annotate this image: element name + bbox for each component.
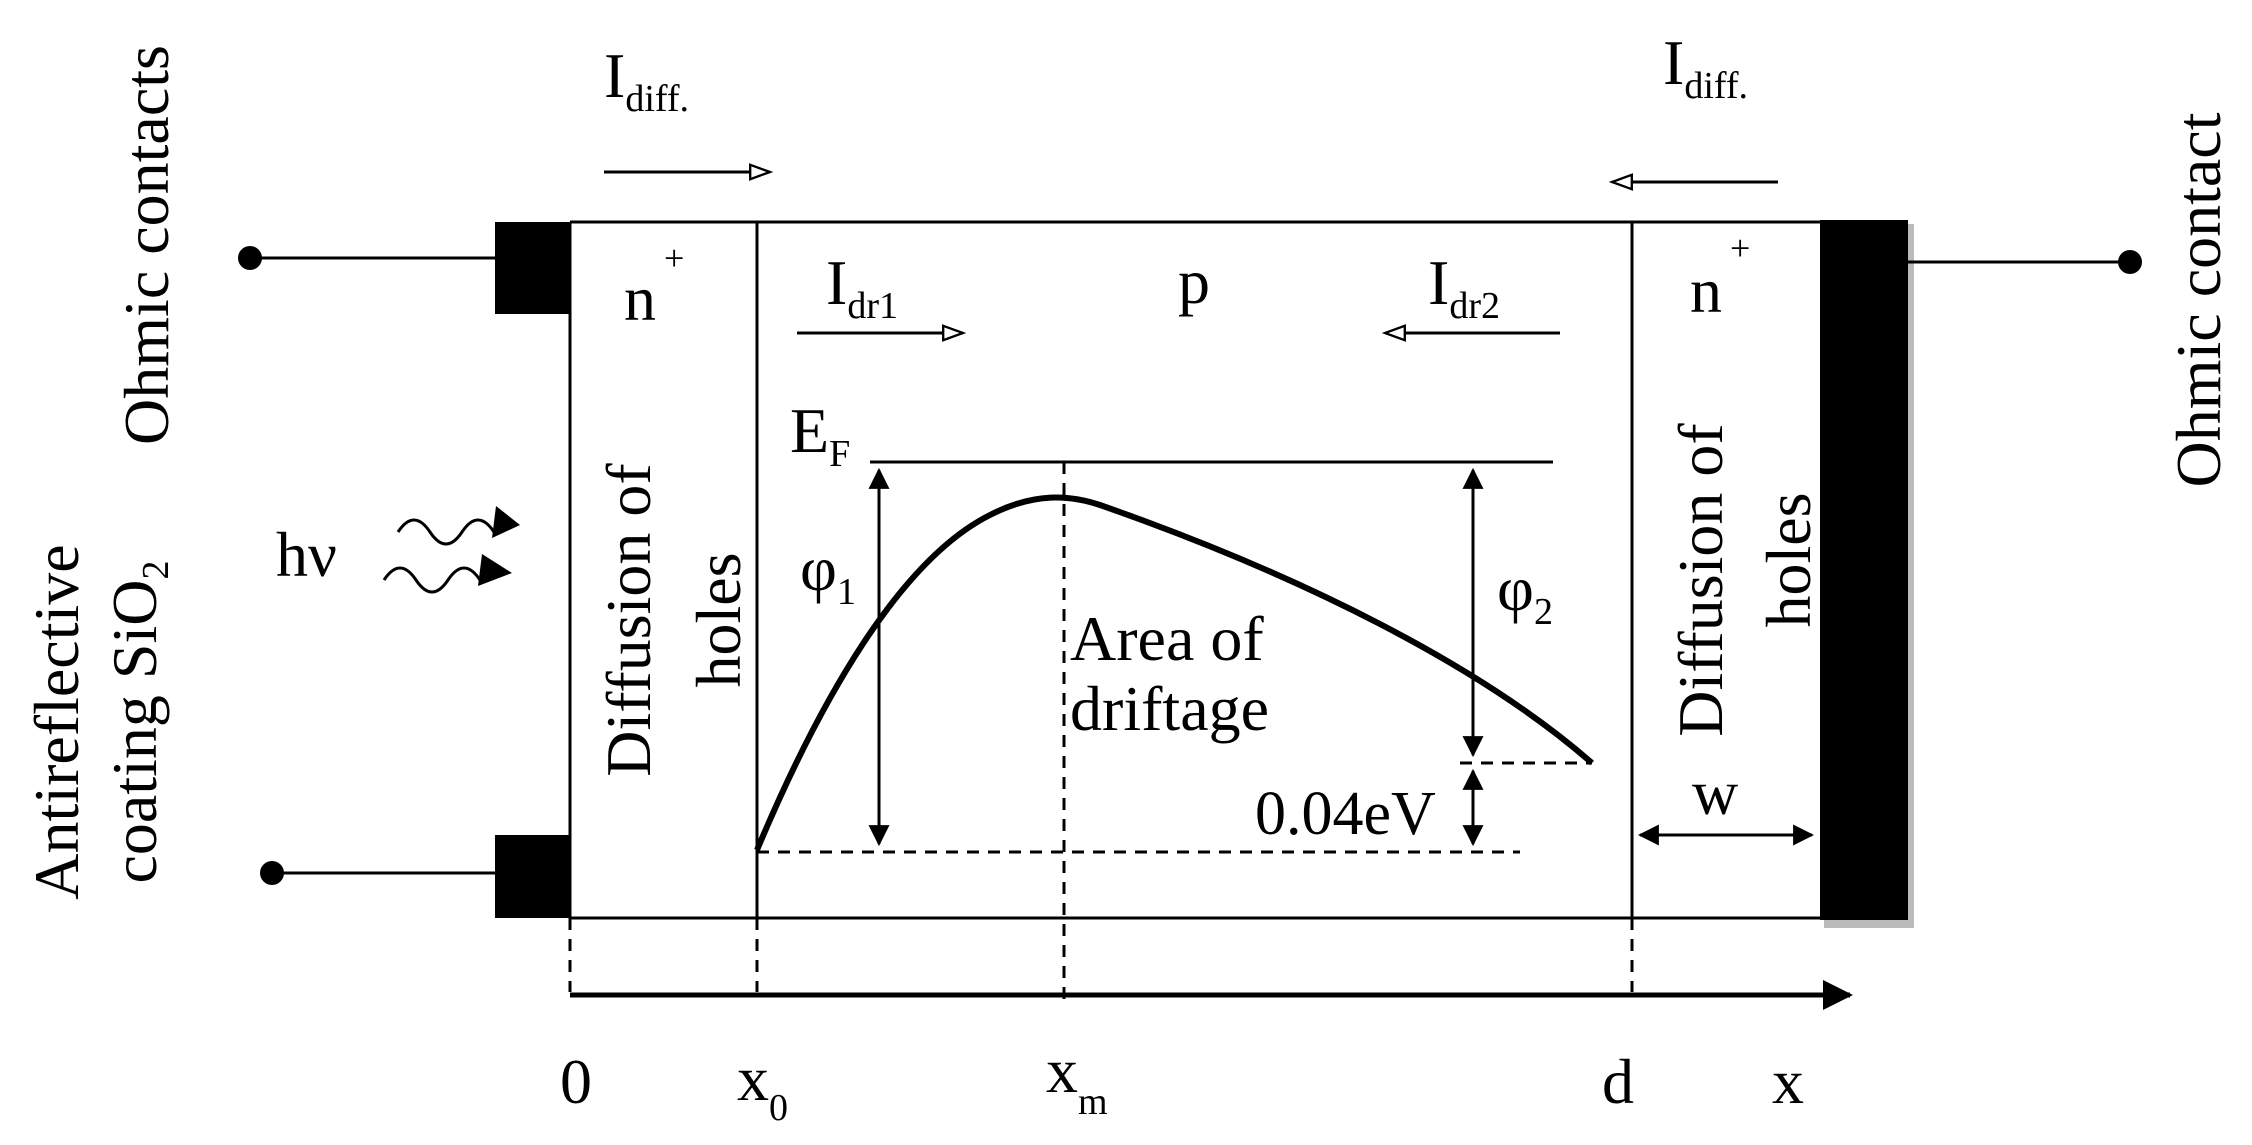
x-axis-label: x — [1772, 1046, 1804, 1117]
left-top-contact-pad — [495, 222, 570, 314]
photon-energy-label: hν — [276, 519, 337, 590]
antireflective-label-line2: coating SiO2 — [99, 561, 177, 884]
diffusion-right-line2: holes — [1753, 492, 1824, 627]
right-contact-bar — [1820, 220, 1908, 920]
right-terminal — [2118, 250, 2142, 274]
light-rays-icon — [382, 506, 520, 594]
left-top-terminal — [238, 246, 262, 270]
w-label: w — [1692, 757, 1738, 828]
i-dr2: Idr2 — [1385, 247, 1560, 333]
device-body — [568, 220, 1820, 920]
n-plus-right-label: n+ — [1690, 228, 1750, 326]
tick-0: 0 — [560, 1046, 592, 1117]
i-diff-right-label: Idiff. — [1663, 27, 1748, 107]
diffusion-left-line2: holes — [683, 552, 754, 687]
left-ohmic-contacts — [238, 222, 570, 918]
antireflective-label-line1: Antireflective — [21, 544, 92, 899]
fermi-level-label: EF — [790, 395, 850, 475]
area-label-line1: Area of — [1070, 603, 1264, 674]
n-plus-left-label: n+ — [624, 238, 684, 334]
p-region-label: p — [1178, 246, 1210, 317]
phi2-label: φ2 — [1497, 553, 1553, 633]
tick-xm: xm — [1046, 1035, 1108, 1123]
tick-d: d — [1602, 1046, 1634, 1117]
i-dr1: Idr1 — [797, 247, 963, 333]
i-dr2-label: Idr2 — [1428, 247, 1500, 327]
diffusion-right-line1: Diffusion of — [1665, 423, 1736, 737]
left-bottom-contact-pad — [495, 835, 570, 918]
i-diff-left-label: Idiff. — [604, 40, 689, 120]
ohmic-contacts-label: Ohmic contacts — [111, 45, 182, 445]
diffusion-left-line1: Diffusion of — [593, 463, 664, 777]
potential-barrier-curve — [754, 494, 1594, 852]
i-diff-left: Idiff. — [604, 40, 770, 172]
energy-gap-label: 0.04eV — [1255, 780, 1436, 848]
ohmic-contact-label: Ohmic contact — [2163, 112, 2234, 487]
area-label-line2: driftage — [1070, 673, 1269, 744]
left-bottom-terminal — [260, 861, 284, 885]
i-diff-right: Idiff. — [1612, 27, 1778, 182]
tick-x0: x0 — [737, 1043, 788, 1129]
phi1-label: φ1 — [800, 533, 856, 613]
i-dr1-label: Idr1 — [826, 247, 898, 327]
right-ohmic-contact — [1820, 220, 2142, 928]
